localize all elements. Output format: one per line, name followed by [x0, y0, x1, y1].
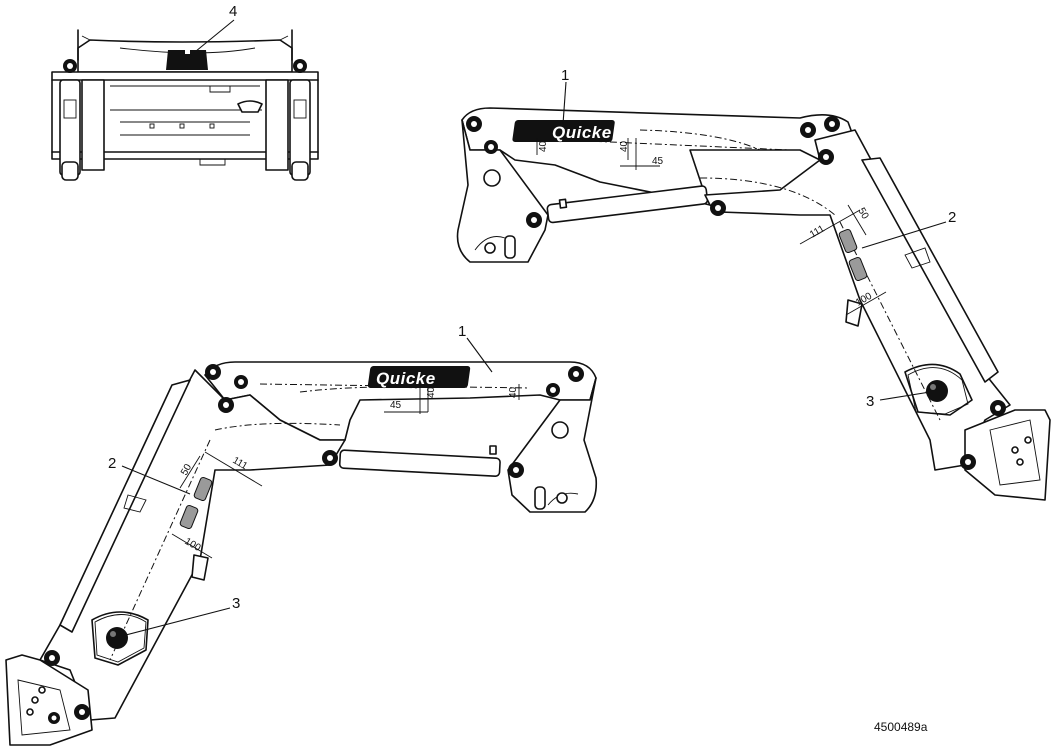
left-boom-beam — [204, 361, 597, 441]
right-dim-40b: 40 — [619, 140, 630, 152]
front-frame-top — [51, 71, 319, 81]
right-arm-view: Quicke 40 40 45 111 50 100 — [456, 67, 1051, 501]
left-dim-45: 45 — [390, 400, 402, 411]
left-decal-3 — [94, 614, 147, 663]
front-left-upright — [59, 79, 81, 176]
front-view: 4 — [51, 3, 319, 181]
left-arm-view: Quicke 40 40 45 111 50 100 — [5, 323, 598, 746]
left-cylinder — [338, 449, 501, 477]
right-callout-1: 1 — [561, 67, 569, 84]
left-attachment-plate — [5, 654, 93, 746]
front-right-upright — [289, 79, 311, 176]
left-dim-40b: 40 — [508, 386, 519, 398]
left-pins — [44, 364, 584, 724]
right-dim-40a: 40 — [538, 140, 549, 152]
right-cylinder — [546, 185, 709, 224]
svg-text:Quicke: Quicke — [552, 123, 612, 142]
front-pin-left — [63, 59, 77, 73]
right-callout-3: 3 — [866, 393, 874, 410]
left-callout-3: 3 — [232, 595, 240, 612]
left-brand-decal: Quicke — [367, 366, 471, 389]
right-decal-2 — [838, 228, 868, 282]
front-frame-bottom — [51, 151, 319, 160]
front-pin-right — [293, 59, 307, 73]
left-callout-2: 2 — [108, 455, 116, 472]
right-decal-3 — [907, 367, 969, 415]
right-callout-2: 2 — [948, 209, 956, 226]
left-decal-2 — [179, 476, 213, 530]
right-pins — [466, 116, 1006, 470]
drawing-reference-number: 4500489a — [874, 720, 928, 734]
right-dim-45: 45 — [652, 156, 664, 167]
front-decal-4 — [166, 50, 208, 70]
right-dim-50: 50 — [855, 206, 870, 222]
callout-4: 4 — [229, 3, 237, 20]
right-brand-decal: Quicke — [512, 120, 615, 143]
left-callout-1: 1 — [458, 323, 466, 340]
left-dim-50: 50 — [179, 462, 194, 478]
right-attachment-plate — [964, 409, 1051, 501]
svg-text:Quicke: Quicke — [376, 369, 436, 388]
left-dim-40a: 40 — [426, 386, 437, 398]
